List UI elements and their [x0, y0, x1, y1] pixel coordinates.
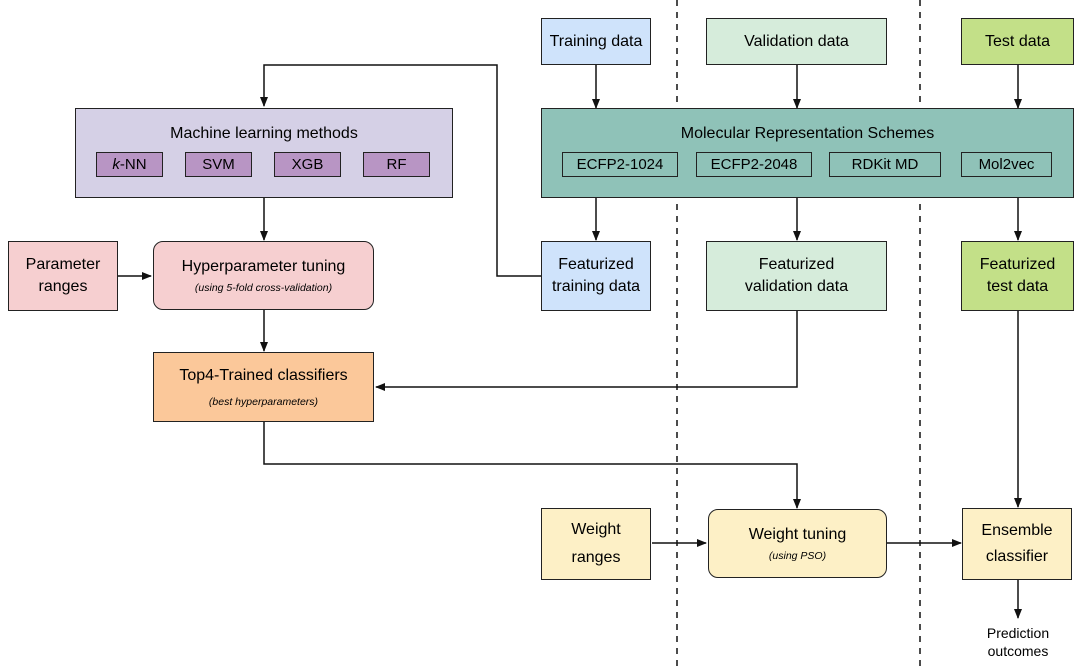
top4-classifiers-title: Top4-Trained classifiers	[179, 367, 348, 385]
weight-ranges-box: Weight ranges	[541, 508, 651, 580]
featurized-training-line2: training data	[551, 278, 641, 295]
hyperparameter-tuning-subtitle: (using 5-fold cross-validation)	[194, 282, 333, 295]
training-data-box: Training data	[541, 18, 651, 65]
top4-classifiers-subtitle: (best hyperparameters)	[208, 395, 319, 408]
weight-ranges-line1: Weight	[571, 521, 621, 539]
xgb-label: XGB	[291, 156, 324, 173]
arrow-feat-training-to-ml	[260, 64, 541, 277]
prediction-outcomes-line1: Prediction	[986, 625, 1050, 641]
parameter-ranges-line2: ranges	[38, 278, 88, 295]
hyperparameter-tuning-box: Hyperparameter tuning (using 5-fold cros…	[153, 241, 374, 310]
featurized-test-box: Featurized test data	[961, 241, 1074, 311]
parameter-ranges-box: Parameter ranges	[8, 241, 118, 311]
test-data-box: Test data	[961, 18, 1074, 65]
hyperparameter-tuning-title: Hyperparameter tuning	[181, 257, 346, 275]
training-data-label: Training data	[549, 32, 643, 50]
ensemble-classifier-box: Ensemble classifier	[962, 508, 1072, 580]
svm-label: SVM	[202, 156, 235, 173]
mrs-chip-mol2vec: Mol2vec	[961, 152, 1052, 177]
weight-tuning-subtitle: (using PSO)	[768, 550, 827, 563]
featurized-training-box: Featurized training data	[541, 241, 651, 311]
prediction-outcomes-line2: outcomes	[987, 643, 1049, 660]
validation-data-label: Validation data	[744, 32, 849, 50]
ml-chip-svm: SVM	[185, 152, 252, 177]
parameter-ranges-line1: Parameter	[25, 256, 101, 274]
validation-data-box: Validation data	[706, 18, 887, 65]
featurized-test-line1: Featurized	[979, 256, 1056, 274]
ecfp2048-label: ECFP2-2048	[710, 156, 798, 173]
top4-classifiers-box: Top4-Trained classifiers (best hyperpara…	[153, 352, 374, 422]
mrs-chip-rdkit: RDKit MD	[829, 152, 941, 177]
weight-tuning-box: Weight tuning (using PSO)	[708, 509, 887, 578]
arrow-feat-validation-to-top4	[375, 311, 798, 391]
ensemble-classifier-line1: Ensemble	[981, 522, 1053, 540]
arrow-top4-to-weight-tuning	[263, 422, 801, 509]
rdkit-label: RDKit MD	[851, 156, 919, 173]
test-data-label: Test data	[985, 32, 1050, 50]
mrs-title: Molecular Representation Schemes	[680, 125, 935, 142]
knn-suffix: -NN	[119, 156, 147, 173]
weight-ranges-line2: ranges	[571, 549, 621, 566]
featurized-training-line1: Featurized	[558, 256, 634, 274]
ml-chip-knn: k-NN	[96, 152, 163, 177]
featurized-validation-line2: validation data	[744, 278, 849, 295]
prediction-outcomes-label: Prediction outcomes	[962, 624, 1074, 660]
featurized-test-line2: test data	[986, 278, 1049, 295]
ml-methods-title: Machine learning methods	[170, 125, 358, 142]
weight-tuning-title: Weight tuning	[748, 525, 847, 543]
ensemble-classifier-line2: classifier	[985, 548, 1049, 565]
mrs-chip-ecfp2048: ECFP2-2048	[696, 152, 812, 177]
mol2vec-label: Mol2vec	[978, 156, 1035, 173]
knn-k-letter: k	[112, 156, 120, 173]
mrs-chip-ecfp1024: ECFP2-1024	[562, 152, 678, 177]
ml-chip-xgb: XGB	[274, 152, 341, 177]
ecfp1024-label: ECFP2-1024	[576, 156, 664, 173]
ml-chip-rf: RF	[363, 152, 430, 177]
featurized-validation-line1: Featurized	[758, 256, 835, 274]
rf-label: RF	[386, 156, 407, 173]
featurized-validation-box: Featurized validation data	[706, 241, 887, 311]
